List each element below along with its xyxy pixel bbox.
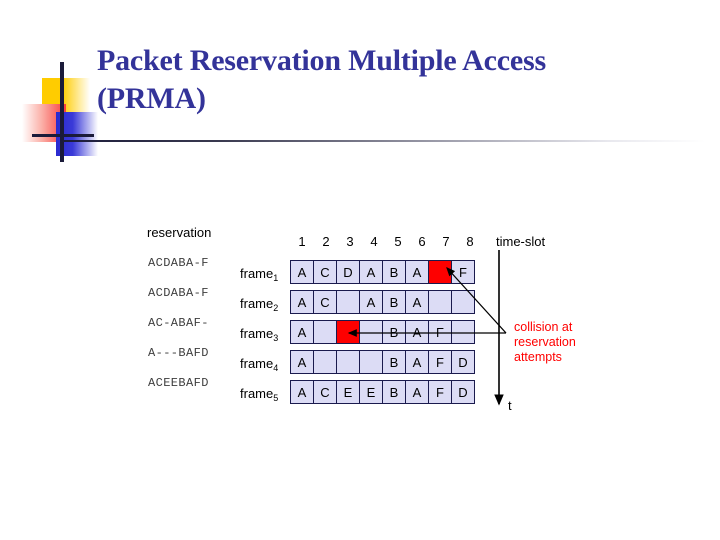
frame-label: frame2 xyxy=(240,292,278,322)
reservation-heading: reservation xyxy=(147,225,212,240)
slot-cell: A xyxy=(359,260,383,284)
slot-cell xyxy=(451,290,475,314)
reservation-string: A---BAFD xyxy=(148,346,209,360)
slot-cell: A xyxy=(359,290,383,314)
column-header: 1 xyxy=(298,234,306,249)
slot-cell: A xyxy=(405,380,429,404)
frame-label-text: frame xyxy=(240,356,274,371)
column-header: 4 xyxy=(370,234,378,249)
reservation-string: ACDABA-F xyxy=(148,286,209,300)
slot-cell: C xyxy=(313,290,337,314)
vertical-bar-icon xyxy=(60,62,64,162)
slot-cell xyxy=(336,290,360,314)
slot-cell: A xyxy=(405,260,429,284)
frame-label-text: frame xyxy=(240,296,274,311)
frame-label-text: frame xyxy=(240,326,274,341)
page-title-line-1: Packet Reservation Multiple Access xyxy=(97,44,546,77)
slot-cell: A xyxy=(405,320,429,344)
time-axis-label: t xyxy=(508,398,512,413)
slot-cell: F xyxy=(428,320,452,344)
slot-cell: C xyxy=(313,380,337,404)
page-title-line-2: (PRMA) xyxy=(97,82,206,115)
slot-cell: D xyxy=(451,380,475,404)
frame-label-index: 4 xyxy=(273,363,279,373)
title-divider xyxy=(60,140,705,142)
slot-cell xyxy=(336,350,360,374)
frame-label: frame5 xyxy=(240,382,278,412)
slot-cell: E xyxy=(359,380,383,404)
frame-label: frame3 xyxy=(240,322,278,352)
time-slot-axis-label: time-slot xyxy=(496,234,546,249)
slot-cell: B xyxy=(382,380,406,404)
collision-annotation-line: reservation xyxy=(514,335,576,349)
column-header: 2 xyxy=(322,234,330,249)
reservation-string-list: ACDABA-F ACDABA-F AC-ABAF- A---BAFD ACEEBAFD xyxy=(148,248,209,398)
collision-annotation-line: collision at xyxy=(514,320,573,334)
column-header: 6 xyxy=(418,234,426,249)
frame-label-index: 1 xyxy=(273,273,279,283)
collision-slot-cell xyxy=(428,260,452,284)
slot-cell xyxy=(451,320,475,344)
reservation-string: ACEEBAFD xyxy=(148,376,209,390)
slot-cell: D xyxy=(336,260,360,284)
slot-cell xyxy=(428,290,452,314)
slot-cell: A xyxy=(290,380,314,404)
slot-cell: F xyxy=(428,350,452,374)
slot-cell: F xyxy=(428,380,452,404)
slot-cell xyxy=(313,320,337,344)
collision-annotation-line: attempts xyxy=(514,350,562,364)
frame-label: frame1 xyxy=(240,262,278,292)
time-slot-column-headers: 1 2 3 4 5 6 7 8 xyxy=(290,234,482,249)
slot-cell: B xyxy=(382,320,406,344)
slot-cell: F xyxy=(451,260,475,284)
frame-label: frame4 xyxy=(240,352,278,382)
slot-cell: B xyxy=(382,260,406,284)
slot-cell: A xyxy=(290,320,314,344)
frame-label-text: frame xyxy=(240,266,274,281)
frame-label-index: 5 xyxy=(273,393,279,403)
column-header: 5 xyxy=(394,234,402,249)
slot-cell: B xyxy=(382,290,406,314)
slot-cell xyxy=(359,320,383,344)
frame-label-index: 2 xyxy=(273,303,279,313)
slot-cell: D xyxy=(451,350,475,374)
page-title: Packet Reservation Multiple Access (PRMA… xyxy=(97,42,677,118)
slot-cell: A xyxy=(290,260,314,284)
slot-cell: B xyxy=(382,350,406,374)
slide-decoration-logo xyxy=(22,62,104,162)
slot-cell xyxy=(359,350,383,374)
slot-cell: A xyxy=(290,350,314,374)
slot-cell: A xyxy=(405,350,429,374)
slot-cell xyxy=(313,350,337,374)
slot-cell: C xyxy=(313,260,337,284)
frame-label-index: 3 xyxy=(273,333,279,343)
slot-cell: E xyxy=(336,380,360,404)
collision-slot-cell xyxy=(336,320,360,344)
column-header: 8 xyxy=(466,234,474,249)
slot-cell: A xyxy=(290,290,314,314)
column-header: 7 xyxy=(442,234,450,249)
reservation-string: ACDABA-F xyxy=(148,256,209,270)
column-header: 3 xyxy=(346,234,354,249)
horizontal-bar-icon xyxy=(32,134,94,137)
slot-cell: A xyxy=(405,290,429,314)
frame-label-text: frame xyxy=(240,386,274,401)
reservation-string: AC-ABAF- xyxy=(148,316,209,330)
